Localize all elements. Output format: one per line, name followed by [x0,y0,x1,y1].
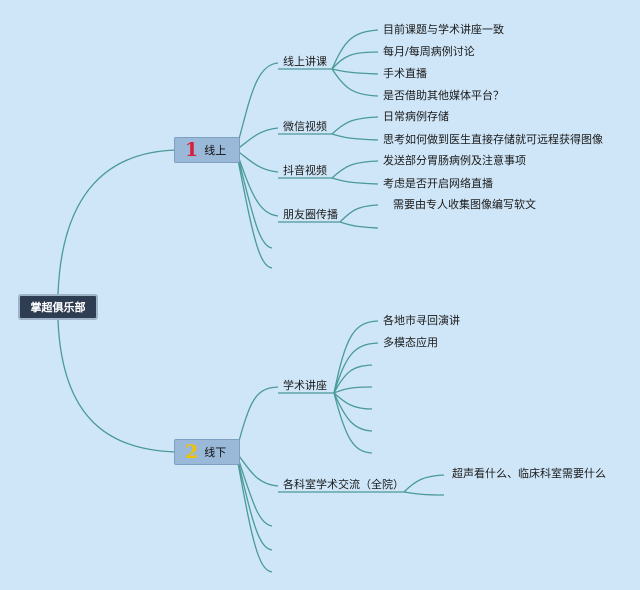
branch-node-online[interactable]: 1 线上 [174,137,240,163]
item-multimodal[interactable]: 多模态应用 [383,336,438,349]
item-other-platforms[interactable]: 是否借助其他媒体平台？ [383,89,504,102]
item-ultrasound-clinical[interactable]: 超声看什么、临床科室需要什么 [452,467,606,480]
branch-node-offline[interactable]: 2 线下 [174,439,240,465]
connector-root-offline [57,319,177,453]
item-daily-case-storage[interactable]: 日常病例存储 [383,110,449,123]
root-node[interactable]: 掌超俱乐部 [18,294,98,320]
topic-academic-lecture[interactable]: 学术讲座 [283,379,327,392]
item-remote-image[interactable]: 思考如何做到医生直接存储就可远程获得图像 [383,133,603,146]
item-course-topics[interactable]: 目前课题与学术讲座一致 [383,23,504,36]
connector-root-online [57,149,177,295]
item-soft-article[interactable]: 需要由专人收集图像编写软文 [393,198,536,211]
branch-label-online: 线上 [204,144,227,157]
branch-label-offline: 线下 [204,446,227,459]
item-surgery-live[interactable]: 手术直播 [383,67,427,80]
item-gi-cases[interactable]: 发送部分胃肠病例及注意事项 [383,154,526,167]
item-case-discussion[interactable]: 每月/每周病例讨论 [383,45,475,58]
item-tour-lectures[interactable]: 各地市寻回演讲 [383,314,460,327]
branch-number-1: 1 [185,139,199,161]
topic-wechat-video[interactable]: 微信视频 [283,120,327,133]
topic-department-exchange[interactable]: 各科室学术交流（全院） [283,478,404,491]
topic-online-lecture[interactable]: 线上讲课 [283,55,327,68]
item-live-stream[interactable]: 考虑是否开启网络直播 [383,177,493,190]
topic-douyin-video[interactable]: 抖音视频 [283,164,327,177]
branch-number-2: 2 [185,441,199,463]
root-label: 掌超俱乐部 [30,301,86,314]
topic-moments-share[interactable]: 朋友圈传播 [283,208,338,221]
